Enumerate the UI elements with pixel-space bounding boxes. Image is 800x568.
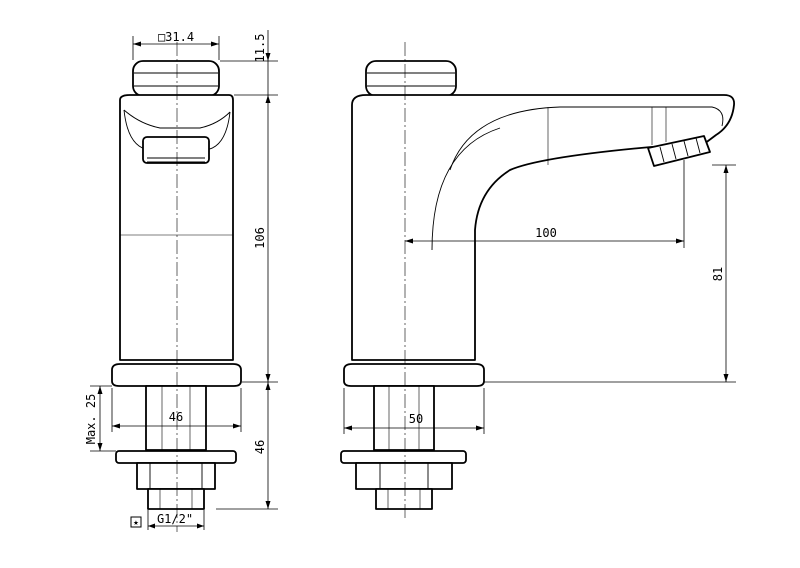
side-base-flange [343, 363, 485, 387]
svg-text:★: ★ [133, 518, 139, 528]
side-nut [355, 462, 453, 490]
dim-square: □31.4 [158, 30, 194, 44]
side-cap [365, 60, 457, 97]
front-aerator [142, 136, 210, 164]
front-body [119, 94, 234, 361]
dim-thread: G1/2" [157, 512, 193, 526]
side-body-spout [351, 94, 735, 361]
dim-spout-reach: 100 [535, 226, 557, 240]
side-view [340, 42, 735, 520]
front-base-flange [111, 363, 242, 387]
thread-marker-icon [130, 516, 142, 528]
front-nut [136, 462, 216, 490]
front-shank [145, 385, 207, 451]
dim-base-width-front: 46 [169, 410, 183, 424]
side-shank [373, 385, 435, 451]
front-washer [115, 450, 237, 464]
dim-shank-length: 46 [253, 440, 267, 454]
dim-body-height: 106 [253, 227, 267, 249]
side-dimensions: 100 81 50 [343, 160, 736, 434]
dim-max-thickness: Max. 25 [84, 394, 98, 445]
dim-spout-height: 81 [711, 267, 725, 281]
front-thread [147, 488, 205, 510]
front-view [111, 42, 242, 532]
side-thread [375, 488, 433, 510]
front-cap [132, 60, 220, 97]
dim-base-width-side: 50 [409, 412, 423, 426]
side-washer [340, 450, 467, 464]
front-dimensions: □31.4 11.5 106 46 Max. 25 46 [84, 30, 278, 530]
dim-cap-height: 11.5 [253, 34, 267, 63]
